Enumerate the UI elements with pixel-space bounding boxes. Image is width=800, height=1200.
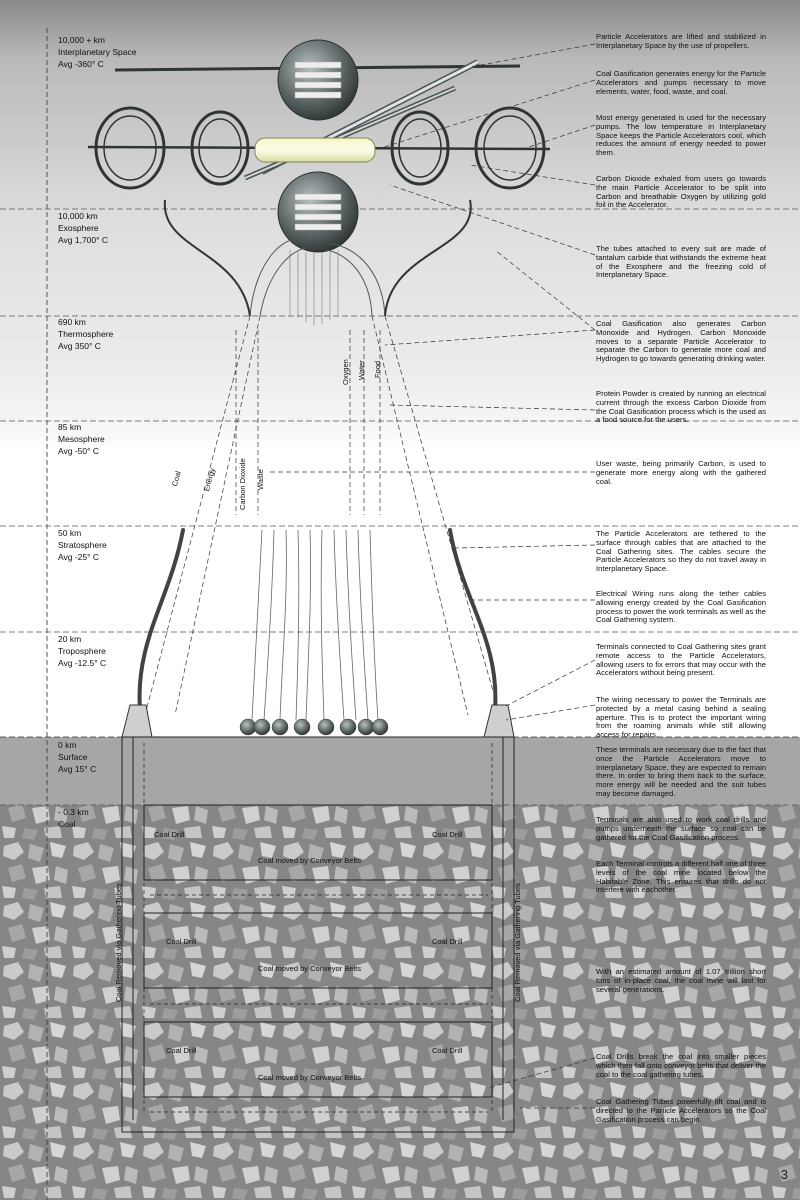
note-wiring-casing: The wiring necessary to power the Termin… [596, 695, 766, 740]
layer-altitude: 0 km [58, 740, 77, 750]
layer-temperature: Avg 15° C [58, 764, 97, 774]
layer-temperature: Avg 350° C [58, 341, 101, 351]
layer-altitude: - 0.3 km [58, 807, 89, 817]
note-mine-levels: Each Terminal controls a different half … [596, 859, 766, 895]
layer-altitude: 50 km [58, 528, 82, 538]
gathering-tubes-label: Coal Removed via Gathering Tubes [114, 883, 123, 1002]
conveyor-label: Coal moved by Conveyor Belts [258, 964, 361, 973]
layer-altitude: 20 km [58, 634, 82, 644]
layer-surface: 0 km Surface Avg 15° C [58, 739, 96, 775]
note-carbon-dioxide: Carbon Dioxide exhaled from users go tow… [596, 174, 766, 210]
note-electrical-wiring: Electrical Wiring runs along the tether … [596, 589, 766, 625]
layer-name: Troposphere [58, 646, 106, 656]
layer-temperature: Avg -360° C [58, 59, 104, 69]
note-tethers: The Particle Accelerators are tethered t… [596, 529, 766, 574]
coal-drill-label: Coal Drill [166, 1046, 197, 1055]
coal-drill-label: Coal Drill [166, 937, 197, 946]
note-terminals-drills: Terminals are also used to work coal dri… [596, 815, 766, 842]
layer-mesosphere: 85 km Mesosphere Avg -50° C [58, 421, 105, 457]
layer-temperature: Avg -50° C [58, 446, 100, 456]
note-tantalum-tubes: The tubes attached to every suit are mad… [596, 244, 766, 280]
layer-altitude: 85 km [58, 422, 82, 432]
note-terminals-necessary: These terminals are necessary due to the… [596, 745, 766, 798]
layer-altitude: 690 km [58, 317, 86, 327]
conveyor-label: Coal moved by Conveyor Belts [258, 856, 361, 865]
flow-label-food: Food [373, 360, 382, 378]
layer-troposphere: 20 km Troposphere Avg -12.5° C [58, 633, 106, 669]
layer-exosphere: 10,000 km Exosphere Avg 1,700° C [58, 210, 108, 246]
gathering-tubes-label: Coal Removed via Gathering Tubes [513, 883, 522, 1002]
coal-drill-label: Coal Drill [432, 830, 463, 839]
layer-name: Thermosphere [58, 329, 114, 339]
layer-altitude: 10,000 km [58, 211, 98, 221]
note-protein-powder: Protein Powder is created by running an … [596, 389, 766, 425]
layer-name: Mesosphere [58, 434, 105, 444]
layer-name: Coal [58, 819, 76, 829]
layer-temperature: Avg 1,700° C [58, 235, 109, 245]
layer-temperature: Avg -25° C [58, 552, 100, 562]
note-user-waste: User waste, being primarily Carbon, is u… [596, 459, 766, 486]
note-gathering-tubes: Coal Gathering Tubes powerfully lift coa… [596, 1097, 766, 1124]
note-coal-reserves: With an estimated amount of 1.07 trillio… [596, 967, 766, 994]
layer-stratosphere: 50 km Stratosphere Avg -25° C [58, 527, 107, 563]
layer-thermosphere: 690 km Thermosphere Avg 350° C [58, 316, 113, 352]
note-coal-drills: Coal Drills break the coal into smaller … [596, 1052, 766, 1079]
note-coal-gasification: Coal Gasification generates energy for t… [596, 69, 766, 96]
page-number: 3 [780, 1167, 788, 1182]
coal-drill-label: Coal Drill [154, 830, 185, 839]
flow-label-water: Water [357, 360, 366, 380]
layer-name: Interplanetary Space [58, 47, 137, 57]
layer-name: Exosphere [58, 223, 99, 233]
note-terminals-remote: Terminals connected to Coal Gathering si… [596, 642, 766, 678]
layer-name: Surface [58, 752, 88, 762]
layer-name: Stratosphere [58, 540, 107, 550]
flow-label-carbon-dioxide: Carbon Dioxide [238, 458, 247, 510]
coal-drill-label: Coal Drill [432, 1046, 463, 1055]
note-propellers: Particle Accelerators are lifted and sta… [596, 32, 766, 50]
layer-altitude: 10,000 + km [58, 35, 106, 45]
layer-temperature: Avg -12.5° C [58, 658, 107, 668]
note-energy-pumps: Most energy generated is used for the ne… [596, 113, 766, 158]
note-carbon-monoxide: Coal Gasification also generates Carbon … [596, 319, 766, 364]
layer-coal: - 0.3 km Coal [58, 806, 89, 830]
coal-drill-label: Coal Drill [432, 937, 463, 946]
layer-interplanetary-space: 10,000 + km Interplanetary Space Avg -36… [58, 34, 136, 70]
flow-label-waste: Waste [256, 469, 265, 490]
flow-label-oxygen: Oxygen [341, 359, 350, 385]
conveyor-label: Coal moved by Conveyor Belts [258, 1073, 361, 1082]
